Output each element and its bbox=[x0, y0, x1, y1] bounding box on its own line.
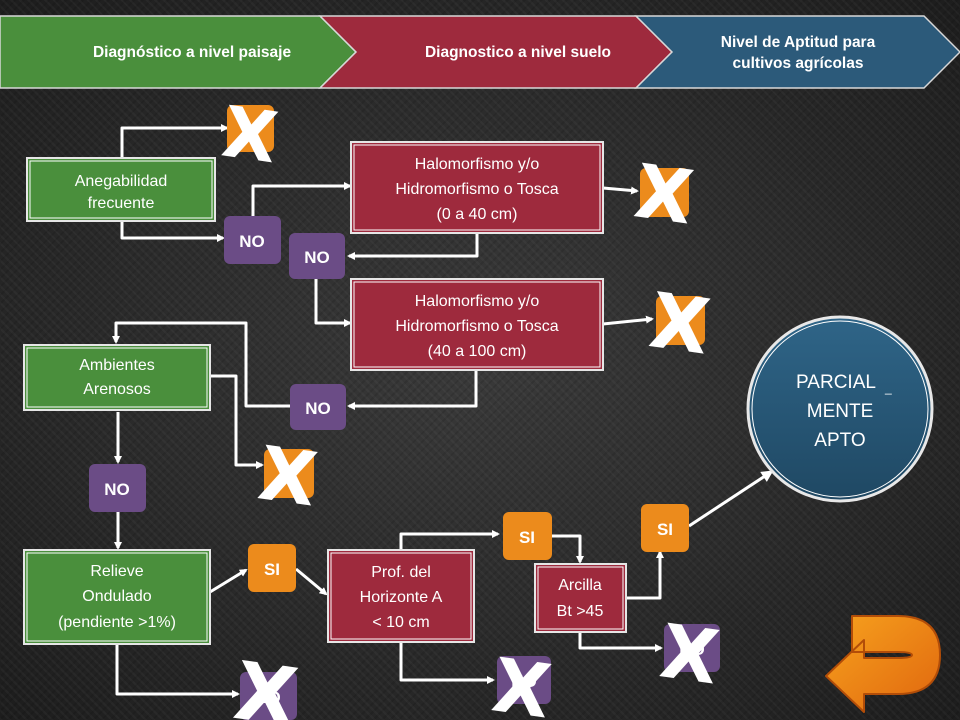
connector-no-arenosos bbox=[112, 321, 290, 408]
connector-halo1-x bbox=[602, 186, 639, 195]
step-aptitude-label-1: Nivel de Aptitud para bbox=[721, 34, 876, 51]
box-anegabilidad-line2: frecuente bbox=[88, 195, 155, 212]
reject-square-1 bbox=[227, 105, 274, 152]
connector-si-prof bbox=[295, 567, 328, 596]
connector-no-halo1 bbox=[251, 182, 352, 216]
result-circle: PARCIAL _ MENTE APTO bbox=[746, 315, 934, 503]
x-mark-4-icon: X bbox=[253, 430, 321, 523]
box-arcilla-line2: Bt >45 bbox=[557, 603, 604, 620]
box-arcilla: Arcilla Bt >45 bbox=[534, 563, 627, 633]
x-mark-7-icon: X bbox=[655, 608, 723, 701]
badge-si-3: SI bbox=[641, 504, 689, 552]
connector-arenosos-x bbox=[209, 374, 264, 469]
box-arenosos-line1: Ambientes bbox=[79, 357, 155, 374]
box-relieve-line3: (pendiente >1%) bbox=[58, 614, 176, 631]
result-line2: MENTE bbox=[807, 401, 874, 422]
result-hyphen: _ bbox=[884, 381, 892, 395]
box-prof-line2: Horizonte A bbox=[360, 589, 443, 606]
header-process-steps: Diagnóstico a nivel paisaje Diagnostico … bbox=[0, 15, 960, 89]
svg-text:NO: NO bbox=[305, 399, 331, 418]
connector-anegabilidad-x bbox=[120, 124, 229, 158]
box-arcilla-line1: Arcilla bbox=[558, 577, 602, 594]
badge-si-1: SI bbox=[248, 544, 296, 592]
badge-no-5-crossed: NO bbox=[240, 672, 297, 720]
svg-text:NO: NO bbox=[679, 640, 705, 659]
badge-no-6-crossed: NO bbox=[497, 656, 551, 704]
svg-text:SI: SI bbox=[657, 520, 673, 539]
connector-no-halo2 bbox=[314, 279, 352, 327]
badge-no-2: NO bbox=[289, 233, 345, 279]
step-aptitude-chevron bbox=[634, 15, 960, 89]
badge-si-2: SI bbox=[503, 512, 552, 560]
connector-anegabilidad-no bbox=[120, 221, 225, 242]
svg-text:SI: SI bbox=[519, 528, 535, 547]
box-halomorfismo-40-100: Halomorfismo y/o Hidromorfismo o Tosca (… bbox=[350, 278, 604, 371]
box-ambientes-arenosos: Ambientes Arenosos bbox=[23, 344, 211, 411]
box-halo1-line1: Halomorfismo y/o bbox=[415, 156, 540, 173]
connector-si-result bbox=[688, 470, 774, 528]
box-halomorfismo-0-40: Halomorfismo y/o Hidromorfismo o Tosca (… bbox=[350, 141, 604, 234]
connector-relieve-si bbox=[209, 568, 248, 594]
x-mark-3-icon: X bbox=[645, 275, 715, 371]
connector-prof-no bbox=[399, 642, 495, 684]
connector-si-arcilla bbox=[552, 534, 584, 564]
reject-square-2 bbox=[640, 168, 689, 217]
box-arenosos-line2: Arenosos bbox=[83, 381, 151, 398]
badge-no-7-crossed: NO bbox=[664, 624, 720, 672]
x-mark-6-icon: X bbox=[487, 642, 555, 720]
connectors bbox=[112, 124, 774, 698]
box-halo1-line2: Hidromorfismo o Tosca bbox=[395, 181, 558, 198]
reject-square-4 bbox=[264, 449, 314, 498]
connector-halo2-x bbox=[602, 315, 654, 326]
return-uturn-icon[interactable] bbox=[825, 615, 941, 713]
box-relieve-ondulado: Relieve Ondulado (pendiente >1%) bbox=[23, 549, 211, 645]
result-line3: APTO bbox=[814, 430, 865, 451]
connector-arcilla-no bbox=[578, 632, 663, 652]
box-relieve-line2: Ondulado bbox=[82, 588, 151, 605]
svg-text:NO: NO bbox=[304, 248, 330, 267]
connector-halo1-no bbox=[347, 233, 479, 260]
result-line1: PARCIAL bbox=[796, 372, 876, 393]
svg-text:NO: NO bbox=[511, 672, 537, 691]
badge-no-3: NO bbox=[290, 384, 346, 430]
connector-halo2-no bbox=[347, 370, 478, 410]
x-mark-2-icon: X bbox=[630, 148, 698, 241]
box-relieve-line1: Relieve bbox=[90, 563, 143, 580]
step-aptitude-label-2: cultivos agrícolas bbox=[733, 55, 864, 72]
svg-text:NO: NO bbox=[239, 232, 265, 251]
box-halo2-line2: Hidromorfismo o Tosca bbox=[395, 318, 558, 335]
box-halo2-line1: Halomorfismo y/o bbox=[415, 293, 540, 310]
x-mark-5-icon: X bbox=[229, 644, 303, 720]
step-soil-label: Diagnostico a nivel suelo bbox=[425, 44, 611, 61]
step-landscape-label: Diagnóstico a nivel paisaje bbox=[93, 44, 292, 61]
svg-text:NO: NO bbox=[104, 480, 130, 499]
badge-no-1: NO bbox=[224, 216, 281, 264]
connector-relieve-no bbox=[115, 644, 240, 698]
badge-no-4: NO bbox=[89, 464, 146, 512]
box-prof-line1: Prof. del bbox=[371, 564, 431, 581]
box-prof-line3: < 10 cm bbox=[372, 614, 429, 631]
svg-text:SI: SI bbox=[264, 560, 280, 579]
box-halo1-line3: (0 a 40 cm) bbox=[437, 206, 518, 223]
box-anegabilidad-line1: Anegabilidad bbox=[75, 173, 168, 190]
x-marks: X X X X X X X bbox=[218, 91, 724, 720]
reject-square-3 bbox=[656, 296, 705, 345]
connector-prof-si bbox=[399, 530, 500, 550]
box-profundidad-horizonte: Prof. del Horizonte A < 10 cm bbox=[327, 549, 475, 643]
x-mark-1-icon: X bbox=[218, 91, 283, 180]
svg-text:NO: NO bbox=[255, 688, 281, 707]
box-halo2-line3: (40 a 100 cm) bbox=[428, 343, 527, 360]
connector-arcilla-si bbox=[626, 550, 664, 600]
box-anegabilidad: Anegabilidad frecuente bbox=[26, 157, 216, 222]
